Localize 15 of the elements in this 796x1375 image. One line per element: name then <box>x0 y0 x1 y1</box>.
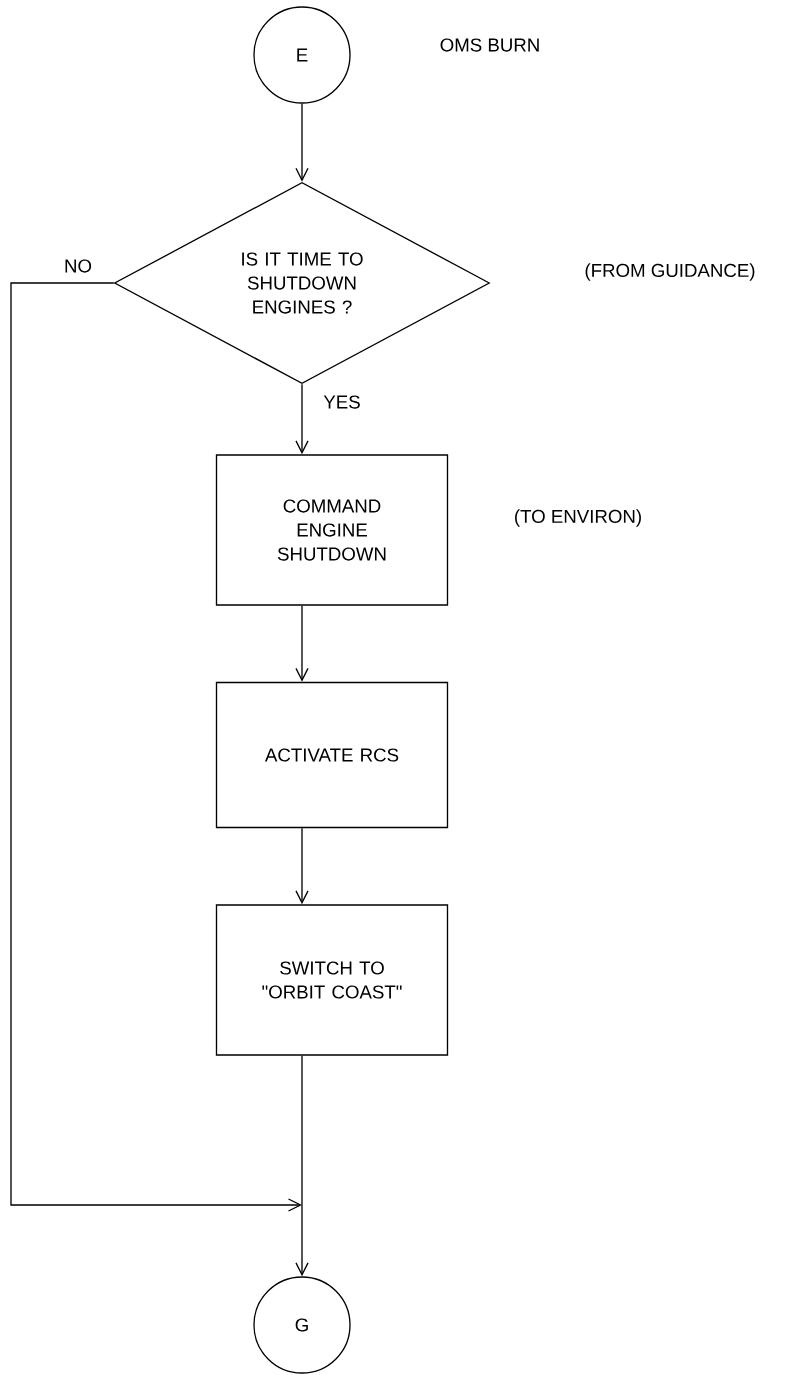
process-box: SWITCH TO "ORBIT COAST" <box>215 904 449 1056</box>
arrow <box>295 1204 309 1277</box>
flow-line <box>301 1055 303 1206</box>
arrow <box>295 103 309 182</box>
arrow <box>295 605 309 682</box>
arrow <box>295 383 309 455</box>
process-box: ACTIVATE RCS <box>215 681 449 829</box>
arrow <box>10 282 302 1212</box>
edge-label: NO <box>65 259 92 273</box>
arrow <box>295 827 309 905</box>
note-text: (FROM GUIDANCE) <box>585 263 755 281</box>
process-box: COMMAND ENGINE SHUTDOWN <box>215 454 449 606</box>
edge-label: YES <box>323 395 360 409</box>
note-text: OMS BURN <box>440 38 539 52</box>
note-text: (TO ENVIRON) <box>515 509 641 527</box>
